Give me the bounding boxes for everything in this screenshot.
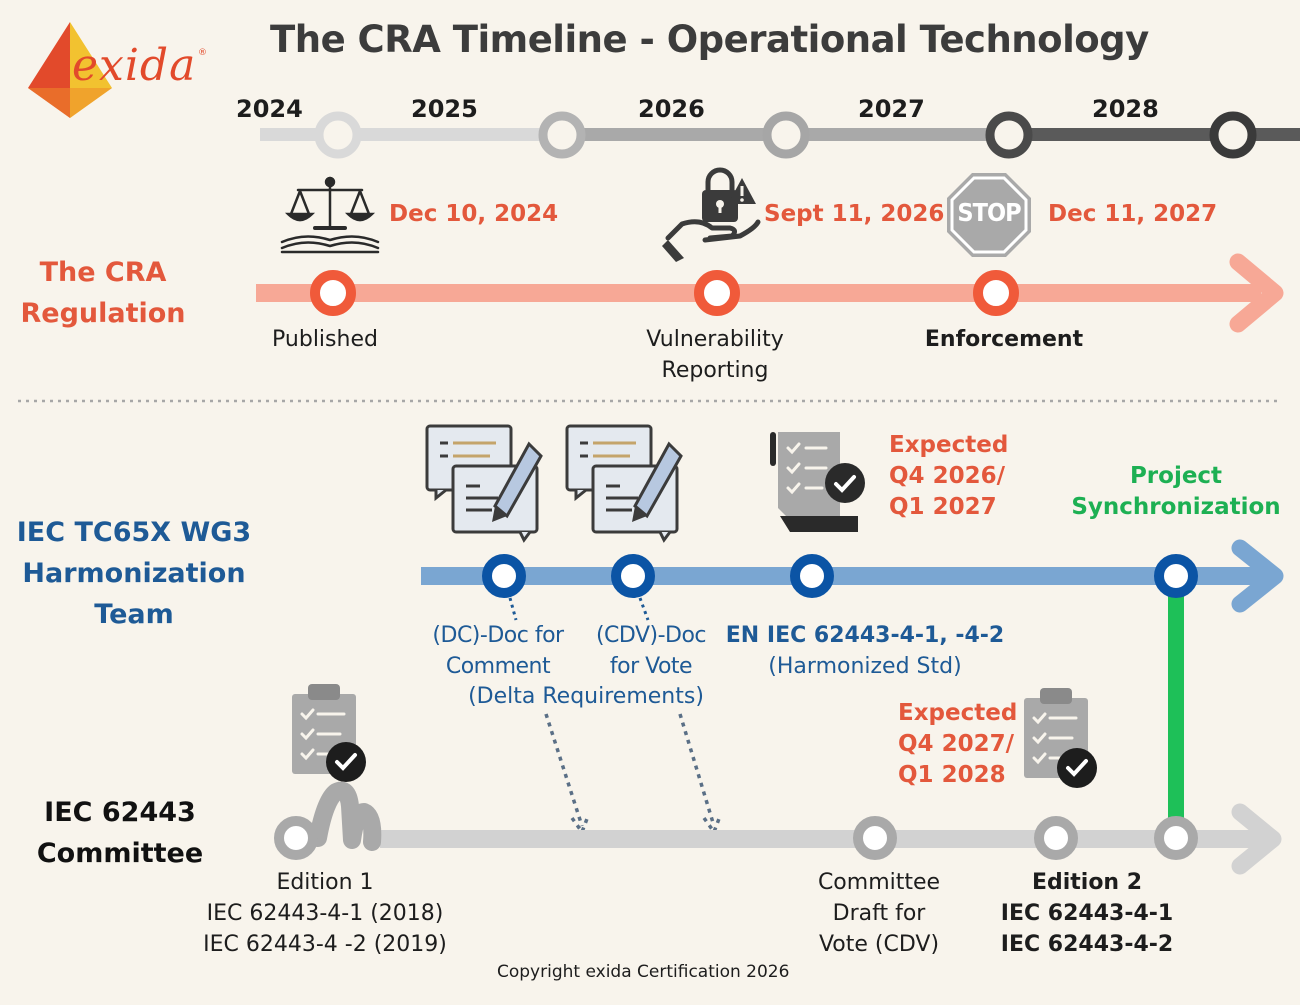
cra-arrow bbox=[256, 253, 1284, 333]
stop-sign-text: STOP bbox=[957, 198, 1021, 227]
edition1-label: Edition 1 IEC 62443-4-1 (2018) IEC 62443… bbox=[203, 870, 447, 957]
dashed-arrows-to-committee bbox=[544, 713, 722, 836]
sync-connector bbox=[1168, 590, 1184, 822]
gray-node-sync bbox=[1154, 816, 1198, 860]
edition2-label: Edition 2 IEC 62443-4-1 IEC 62443-4-2 bbox=[1000, 870, 1174, 957]
year-node-2028 bbox=[1209, 111, 1257, 159]
clipboard-check-icon-ed2 bbox=[1024, 688, 1097, 788]
page-title: The CRA Timeline - Operational Technolog… bbox=[270, 18, 1149, 61]
harmonization-arrow bbox=[421, 539, 1284, 822]
year-node-2027 bbox=[985, 111, 1033, 159]
cra-date-vulnerability: Sept 11, 2026 bbox=[764, 201, 945, 227]
cra-label-published: Published bbox=[272, 327, 378, 352]
hand-lock-warning-icon bbox=[662, 167, 761, 262]
committee-expected-label: Expected Q4 2027/ Q1 2028 bbox=[898, 700, 1018, 788]
dc-label: (DC)-Doc for Comment bbox=[432, 623, 564, 679]
cra-label-vulnerability: Vulnerability Reporting bbox=[646, 327, 784, 383]
committee-arrow bbox=[274, 781, 1282, 875]
copyright-text: Copyright exida Certification 2026 bbox=[497, 962, 790, 982]
document-comment-icon-dc bbox=[425, 424, 543, 543]
gray-node-cdv bbox=[853, 816, 897, 860]
checklist-scroll-icon bbox=[770, 432, 865, 532]
blue-node-en bbox=[790, 554, 834, 598]
logo-text: exida bbox=[72, 40, 197, 91]
year-label-2028: 2028 bbox=[1092, 95, 1159, 123]
blue-node-dc bbox=[482, 554, 526, 598]
dotted-connectors bbox=[508, 597, 650, 621]
edition1-mark-icon bbox=[309, 781, 382, 851]
committee-cdv-label: Committee Draft for Vote (CDV) bbox=[817, 870, 941, 957]
year-label-2024: 2024 bbox=[236, 95, 303, 123]
year-label-2026: 2026 bbox=[638, 95, 705, 123]
en-harmonized-label: EN IEC 62443-4-1, -4-2 (Harmonized Std) bbox=[725, 623, 1005, 679]
cra-section-title: The CRA Regulation bbox=[20, 257, 186, 329]
year-node-2026 bbox=[762, 111, 810, 159]
cdv-doc-label: (CDV)-Doc for Vote bbox=[595, 623, 707, 679]
cra-date-published: Dec 10, 2024 bbox=[389, 201, 559, 227]
blue-node-sync bbox=[1154, 554, 1198, 598]
document-comment-icon-cdv bbox=[565, 424, 683, 543]
tc65x-section-title: IEC TC65X WG3 Harmonization Team bbox=[16, 517, 252, 630]
cra-node-vulnerability bbox=[694, 270, 740, 316]
year-label-2027: 2027 bbox=[858, 95, 925, 123]
cra-node-enforcement bbox=[973, 270, 1019, 316]
project-sync-label: Project Synchronization bbox=[1071, 463, 1281, 520]
year-node-2024 bbox=[314, 111, 362, 159]
gray-node-edition2 bbox=[1034, 816, 1078, 860]
year-timeline bbox=[260, 111, 1300, 159]
scales-of-justice-icon bbox=[280, 176, 380, 254]
year-label-2025: 2025 bbox=[411, 95, 478, 123]
exida-logo-icon bbox=[28, 22, 112, 118]
tc65x-expected-label: Expected Q4 2026/ Q1 2027 bbox=[889, 432, 1009, 520]
cra-node-published bbox=[310, 270, 356, 316]
committee-section-title: IEC 62443 Committee bbox=[36, 797, 204, 869]
gray-node-edition1 bbox=[274, 816, 318, 860]
cra-label-enforcement: Enforcement bbox=[924, 327, 1084, 352]
year-node-2025 bbox=[538, 111, 586, 159]
blue-node-cdv bbox=[611, 554, 655, 598]
stop-sign-icon bbox=[947, 173, 1031, 257]
clipboard-check-icon-ed1 bbox=[292, 684, 366, 782]
registered-mark: ® bbox=[198, 48, 207, 58]
delta-requirements-label: (Delta Requirements) bbox=[468, 684, 704, 709]
cra-date-enforcement: Dec 11, 2027 bbox=[1048, 201, 1218, 227]
